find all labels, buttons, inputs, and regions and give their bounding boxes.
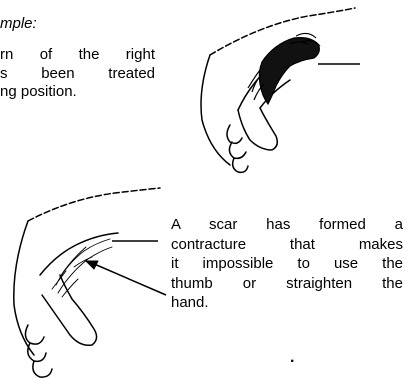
- example-heading: mple:: [0, 15, 37, 33]
- trailing-mark: .: [290, 350, 294, 366]
- scar-description-line: hand.: [171, 293, 403, 313]
- burn-description-line: ng position.: [0, 83, 155, 102]
- burn-description-line: s been treated: [0, 65, 155, 84]
- scar-description-line: it impossible to use the: [171, 254, 403, 274]
- burn-description-line: rn of the right: [0, 46, 155, 65]
- scarred-hand-illustration: [0, 185, 180, 385]
- scar-description-paragraph: A scar has formed a contracture that mak…: [171, 215, 403, 313]
- burn-description-paragraph: rn of the right s been treated ng positi…: [0, 46, 155, 102]
- scar-description-line: thumb or straighten the: [171, 274, 403, 294]
- burned-hand-illustration: [190, 0, 390, 200]
- scar-description-line: contracture that makes: [171, 235, 403, 255]
- scar-description-line: A scar has formed a: [171, 215, 403, 235]
